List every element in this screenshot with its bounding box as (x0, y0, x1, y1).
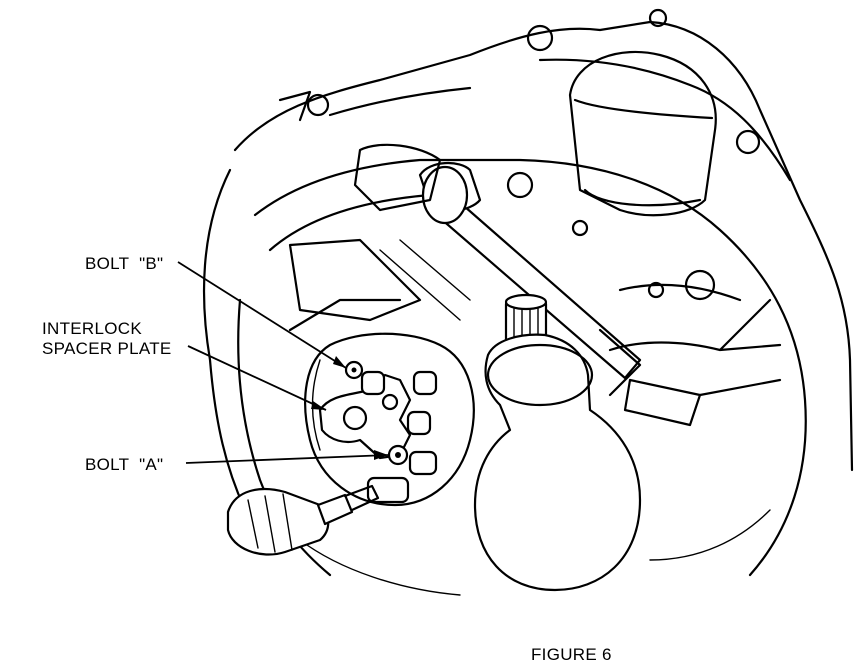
arrow-bolt-b (333, 356, 346, 368)
detent-plungers (360, 370, 438, 504)
label-interlock-spacer-plate: INTERLOCK SPACER PLATE (42, 319, 172, 359)
leader-lines (177, 261, 389, 464)
front-bearing-cover (473, 333, 642, 592)
label-interlock-line1: INTERLOCK (42, 319, 142, 338)
screwdriver (226, 484, 380, 556)
shift-fork (571, 219, 782, 427)
detent-housing (288, 143, 534, 332)
leader-bolt-a (185, 454, 389, 464)
arrow-interlock-plate (311, 401, 326, 410)
bearing-retainer-cover (568, 50, 717, 217)
housing-flange (202, 8, 854, 522)
bolt-b (344, 360, 364, 380)
arrow-bolt-a (374, 450, 388, 460)
figure-caption: FIGURE 6 (531, 645, 612, 664)
interlock-spacer-plate (318, 373, 412, 460)
label-interlock-line2: SPACER PLATE (42, 339, 172, 358)
leader-interlock-plate (187, 345, 327, 411)
label-bolt-b: BOLT "B" (85, 254, 164, 273)
leader-bolt-b (177, 261, 347, 369)
label-bolt-a: BOLT "A" (85, 455, 164, 474)
bolt-a (387, 444, 409, 466)
